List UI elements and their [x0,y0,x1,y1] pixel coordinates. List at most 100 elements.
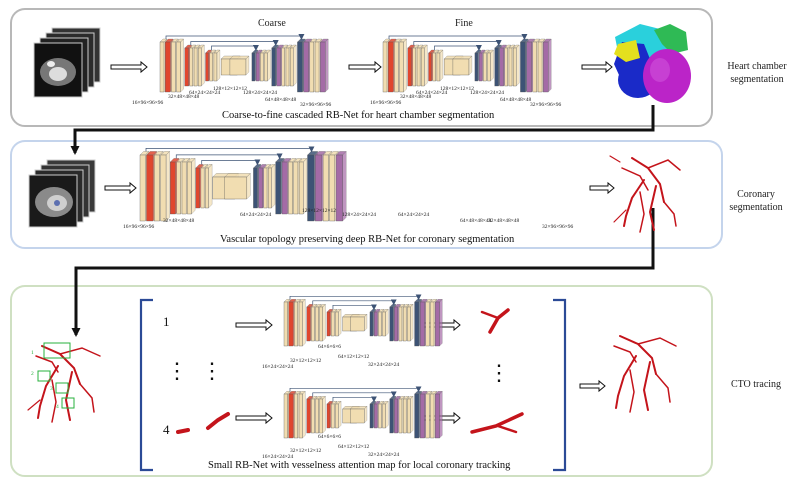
net-coarse-dec1-layer-1 [276,47,281,87]
net-small-4-enc0-layer-2 [294,393,299,439]
net-small-4-enc0-layer-3-side [302,390,306,439]
net-small-4-dec2-layer-4-side [439,390,443,439]
net-small-4-dec2-layer-0 [414,393,420,439]
net-fine-dec2-layer-4-side [548,38,552,93]
coronary-tree-stage3-input [27,345,101,423]
net-fine-skip-1 [413,40,502,46]
net-small-1-dec0-layer-0 [369,311,374,337]
net-small-1-dec2-layer-3 [430,301,435,347]
net-small-4-dec2-layer-4 [435,393,440,439]
net-coarse-dec0-layer-3-side [267,49,271,82]
net-small-4-enc2-layer-2 [335,403,339,429]
net-coronary-bottleneck-b-top [224,173,251,178]
net-coronary-dec2-layer-4 [335,154,343,222]
net-small-1-dec1-layer-3 [402,306,407,342]
net-coronary-enc0-layer-0 [139,154,146,222]
net-small-4-enc1-layer-0 [306,398,311,434]
net-small-1-dim-4: 32×24×24×24 [368,362,400,368]
ct-stack-stage1 [33,27,101,98]
net-fine [382,34,552,93]
net-small-4-dim-3: 64×12×12×12 [338,444,370,450]
net-coronary-enc0-layer-1 [146,154,154,222]
net-small-4-enc2-layer-0 [326,403,331,429]
net-coronary-skip-2 [201,159,261,166]
net-fine-dim-1: 32×48×48×48 [400,94,432,100]
net-coronary-dim-5: 64×24×24×24 [398,212,430,218]
connector-stage1-to-stage2 [70,105,655,155]
net-coronary-enc0-layer-2 [154,154,160,222]
net-small-4-dec1-layer-3 [402,398,407,434]
ct-stack-stage2 [28,159,96,228]
net-fine-dec0-layer-2 [483,52,487,82]
net-coronary-skip-0 [145,146,315,153]
net-small-4-enc1-layer-3 [319,398,323,434]
arrow-coarse-to-fine [348,60,382,74]
net-small-1-dim-2: 64×6×6×6 [318,344,342,350]
arrow-patch1-in [235,318,273,332]
net-fine-dec1-layer-4-side [516,44,520,87]
net-small-4-dim-0: 16×24×24×24 [262,454,294,460]
net-coronary-dim-2: 64×24×24×24 [240,212,272,218]
net-small-1-dec0-layer-1 [373,311,378,337]
connector-stage2-to-stage3 [71,208,655,337]
net-fine-enc2-layer-2 [436,52,441,82]
net-title-coarse: Coarse [258,18,286,29]
net-fine-bottleneck-b-top [452,55,473,60]
net-coronary-dec1-layer-4 [298,161,304,215]
net-small-1-dec1-layer-4-side [410,303,414,342]
network-diagrams [139,34,552,439]
net-coarse-dim-6: 32×96×96×96 [300,102,332,108]
net-coarse-dec2-layer-3 [314,41,320,93]
net-small-4-dec0-layer-3-side [385,400,389,429]
net-small-1-skip-0 [289,294,422,301]
net-fine-dim-5: 64×48×48×48 [500,97,532,103]
net-fine-enc1-layer-2 [416,47,421,87]
roi-label-3: 3 [50,386,53,392]
net-coronary-bottleneck-b [224,176,247,200]
net-coarse-bottleneck-b-side [245,55,250,76]
net-coronary-enc0-layer-3-side [165,151,170,222]
net-coronary-dec2-layer-4-side [342,151,347,222]
ellipsis-output: ⋮ [488,360,510,385]
net-small-1-dim-0: 16×24×24×24 [262,364,294,370]
net-fine-bottleneck-b-side [468,55,473,76]
process-arrows [104,60,615,425]
net-coronary-dim-3: 128×12×12×12 [302,208,337,214]
net-small-1-dec2-layer-4-side [439,298,443,347]
net-coronary-dim-4: 128×24×24×24 [342,212,377,218]
net-coarse-enc0-layer-3 [176,41,181,93]
net-small-1-enc2-layer-0 [326,311,331,337]
arrow-net-to-coronary [589,181,615,195]
net-fine-dec0-layer-0 [474,52,479,82]
net-coronary-enc2-layer-0 [195,167,200,209]
net-small-1-enc1-layer-0 [306,306,311,342]
net-small-1-enc2-layer-2 [335,311,339,337]
net-small-4-dec1-layer-0 [389,398,394,434]
net-coarse-bottleneck-b [229,58,247,76]
net-fine-enc0-layer-0 [382,41,388,93]
net-fine-dec0-layer-3-side [490,49,494,82]
net-coronary-dec0-layer-0 [253,167,258,209]
net-small-4-dec0-layer-1 [373,403,378,429]
net-small-4-bottleneck-b-side [364,405,368,424]
net-coarse-dec1-layer-2 [281,47,285,87]
net-small-4-enc0-layer-1 [288,393,294,439]
net-small-1-enc1-layer-2 [315,306,319,342]
net-coronary-dim-7: 32×48×48×48 [488,218,520,224]
net-small-1-skip-1 [312,299,397,306]
net-fine-dec2-layer-1 [526,41,532,93]
net-fine-dec1-layer-4 [513,47,517,87]
net-small-1-bottleneck-b [350,316,365,332]
net-small-1-enc0-layer-3-side [302,298,306,347]
net-coronary-enc2-layer-2-side [208,164,213,209]
net-coarse-enc0-layer-3-side [180,38,184,93]
net-coarse-enc1-layer-0 [184,47,189,87]
net-coronary-dec2-layer-2 [322,154,329,222]
net-small-4-dec0-layer-0 [369,403,374,429]
net-coronary-dec2-layer-0 [307,154,315,222]
caption-stage1: Coarse-to-fine cascaded RB-Net for heart… [222,110,495,121]
net-coarse-dec0-layer-0 [251,52,256,82]
net-small-4-dec0-layer-3 [382,403,386,429]
